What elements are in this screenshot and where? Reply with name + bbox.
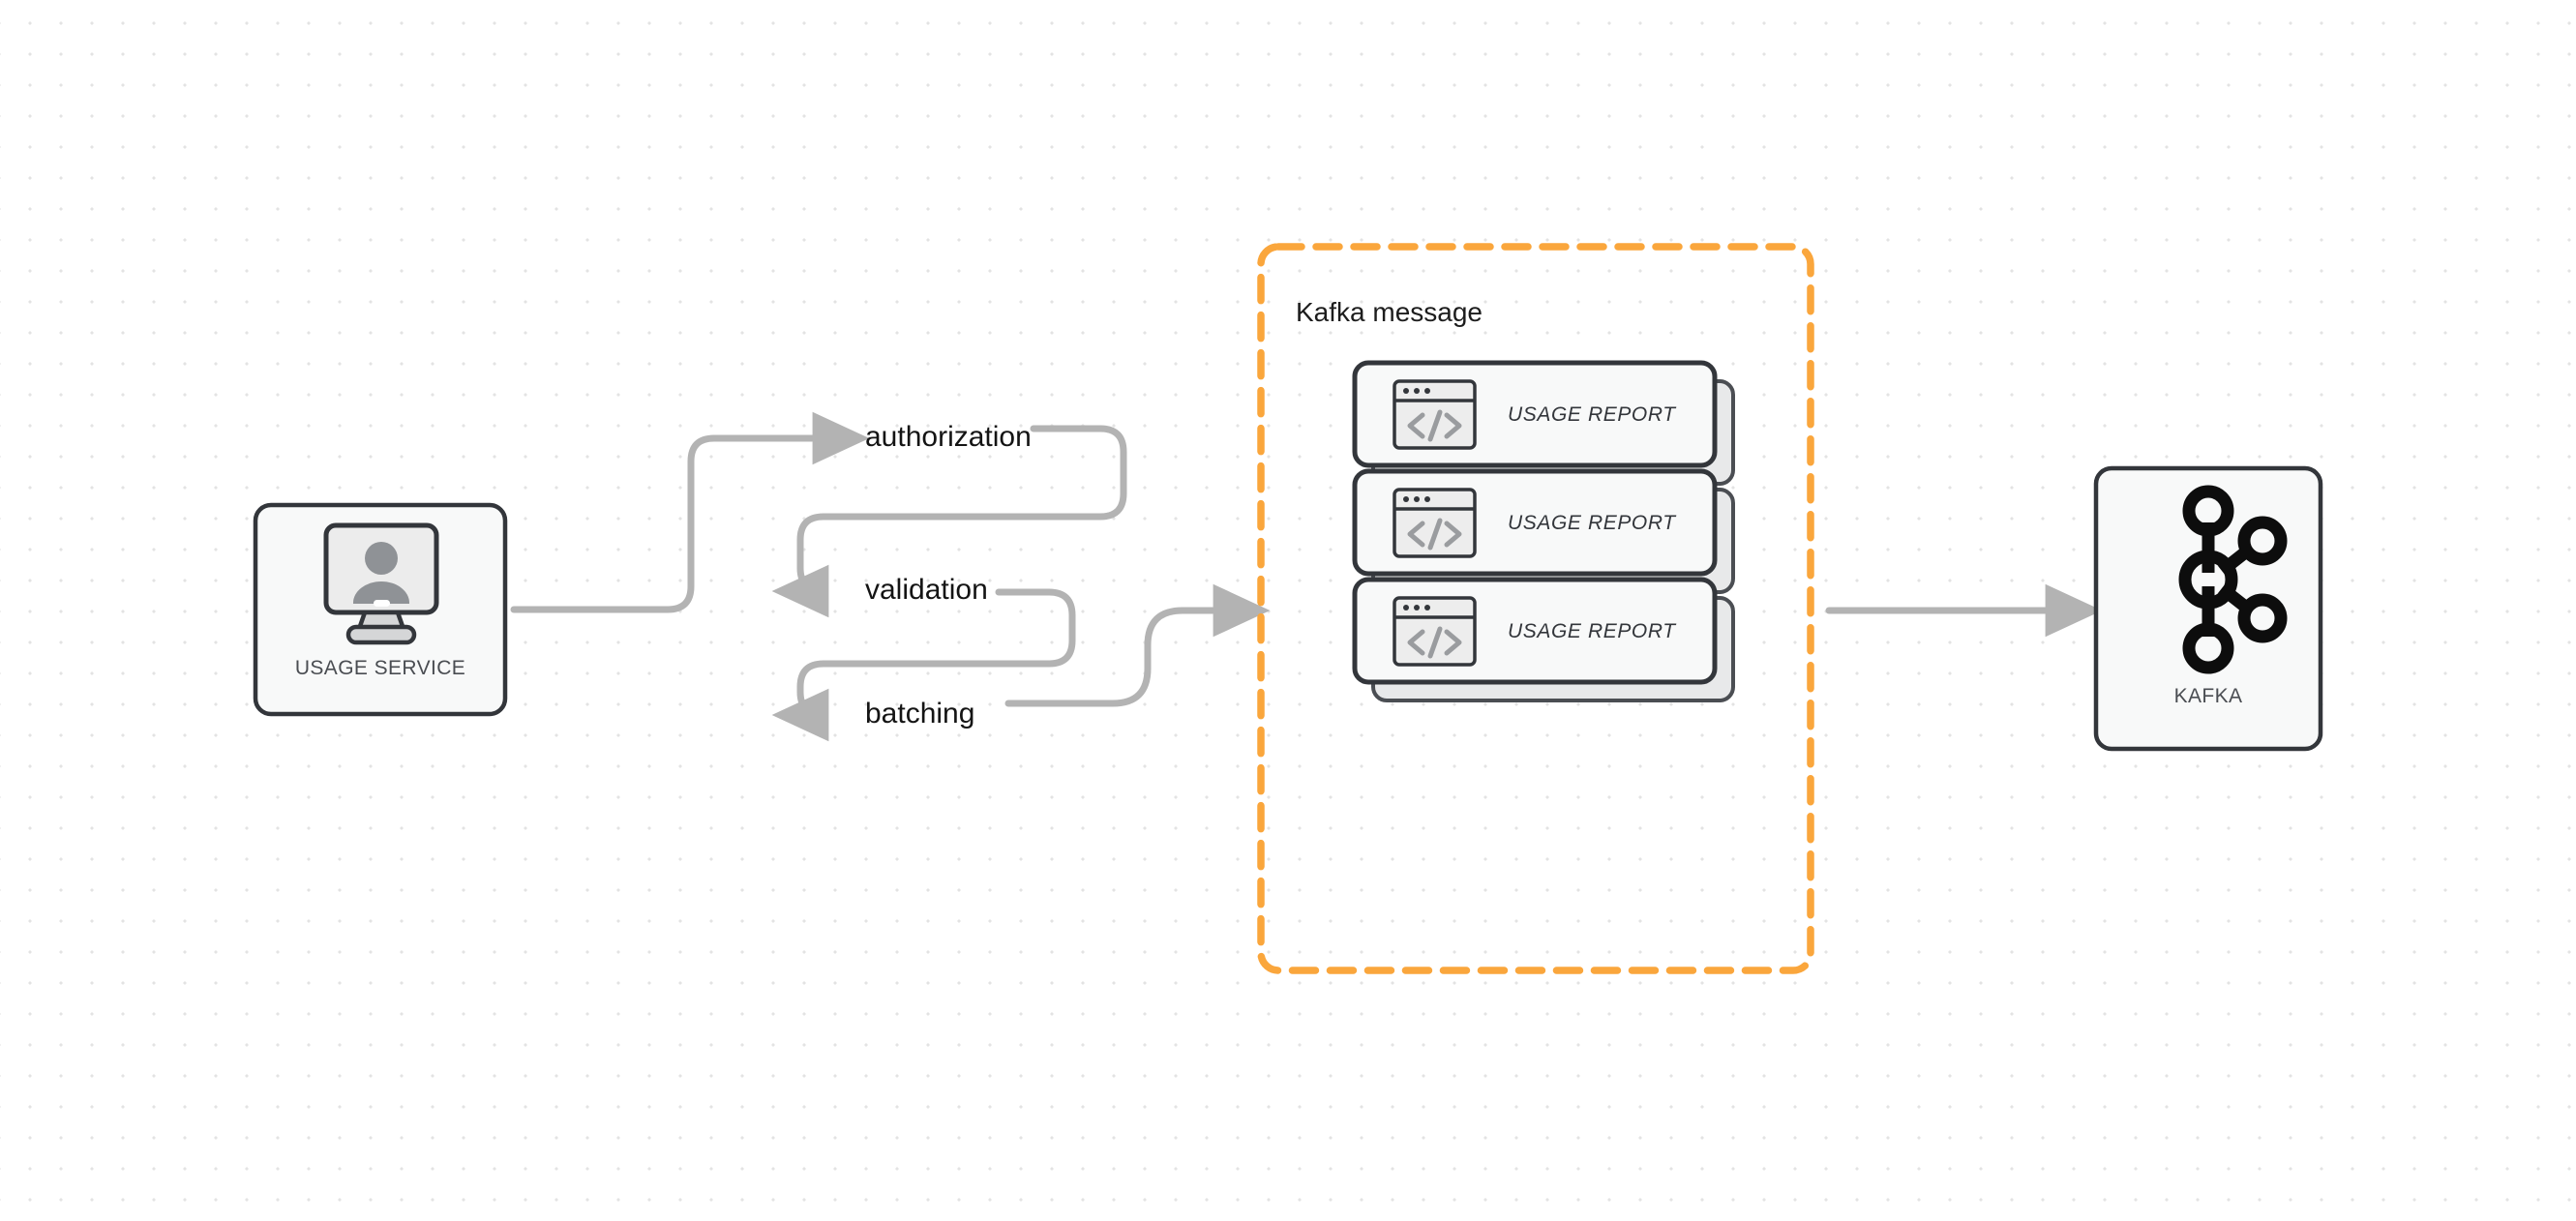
monitor-user-icon [323, 522, 439, 645]
node-usage-service[interactable]: USAGE SERVICE [253, 502, 508, 717]
card-label: USAGE REPORT [1508, 512, 1677, 534]
step-label-validation: validation [865, 574, 988, 606]
code-window-icon [1393, 488, 1477, 558]
step-label-authorization: authorization [865, 421, 1032, 453]
card-label: USAGE REPORT [1508, 403, 1677, 426]
step-label-batching: batching [865, 698, 974, 730]
node-kafka[interactable]: KAFKA [2093, 465, 2323, 752]
connector-batching-to-kafka-message [1004, 583, 1271, 707]
connector-service-to-authorization [510, 411, 870, 613]
usage-report-card[interactable]: USAGE REPORT [1352, 360, 1735, 486]
code-window-icon [1393, 379, 1477, 450]
kafka-label: KAFKA [2174, 685, 2243, 707]
usage-report-card[interactable]: USAGE REPORT [1352, 577, 1735, 702]
code-window-icon [1393, 596, 1477, 667]
step-labels: authorization validation batching [865, 421, 1032, 730]
connector-layer [510, 411, 2103, 742]
connector-validation-to-batching [771, 588, 1076, 742]
kafka-logo-icon [2178, 485, 2288, 674]
connector-authorization-to-validation [771, 425, 1127, 618]
kafka-message-group-title: Kafka message [1296, 297, 1483, 327]
usage-report-card[interactable]: USAGE REPORT [1352, 468, 1735, 594]
group-kafka-message[interactable]: Kafka message USAGE REPORT [1257, 243, 1814, 974]
card-label: USAGE REPORT [1508, 620, 1677, 642]
usage-service-label: USAGE SERVICE [295, 657, 465, 679]
kafka-message-group-border[interactable] [1257, 243, 1814, 974]
